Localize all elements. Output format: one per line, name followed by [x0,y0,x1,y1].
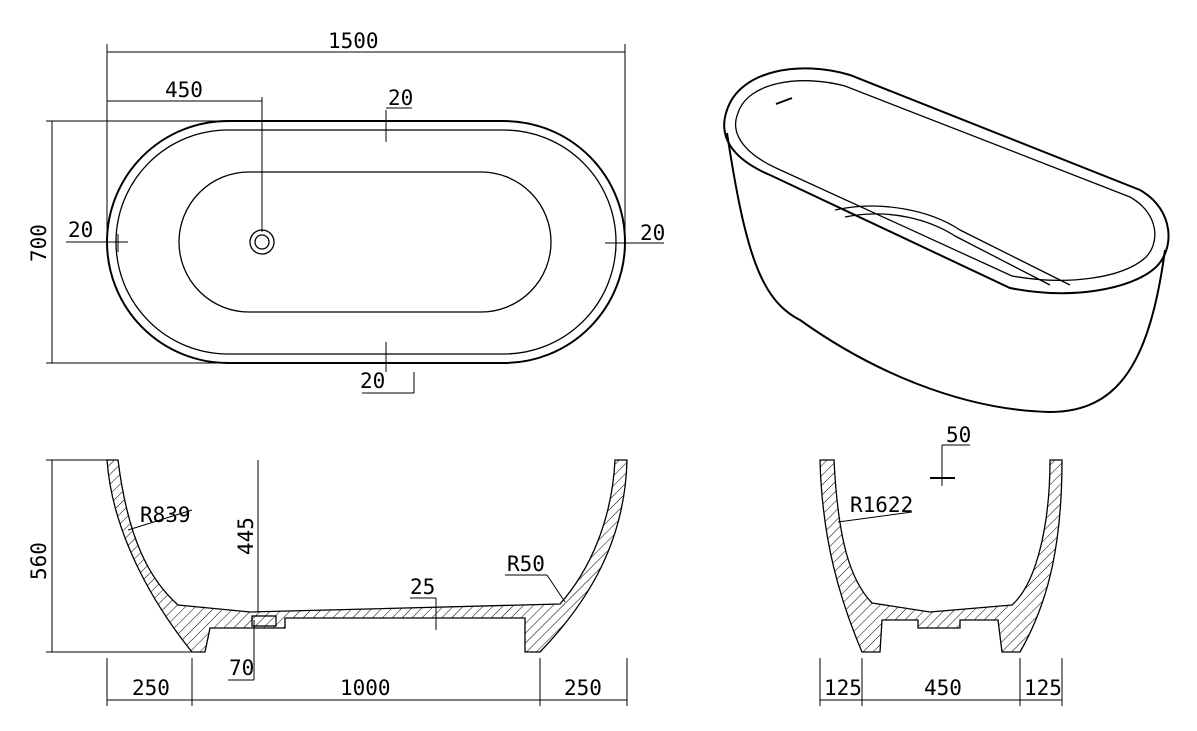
dim-side-right: 125 [1024,676,1062,700]
dim-radius-corner: R50 [507,552,545,576]
side-section: 50 R1622 125 450 125 [819,423,1063,706]
dim-depth: 445 [234,517,258,555]
dim-width: 700 [27,224,51,262]
tub-rim-inner-outline [115,129,617,355]
dim-rim-bottom: 20 [360,369,385,393]
tub-basin-outline [178,171,552,313]
dim-overflow: 50 [946,423,971,447]
tub-iso-rim-outer [723,67,1170,295]
front-drain-icon [251,615,277,627]
top-view: 1500 450 700 20 20 20 20 [27,29,665,394]
dim-radius-wall-side: R1622 [850,493,913,517]
dim-front-left: 250 [132,676,170,700]
tub-iso-basin [834,205,1071,286]
dim-rim-right: 20 [640,221,665,245]
drain-icon [249,229,275,255]
front-section: 560 445 R839 R50 25 70 250 1000 250 [27,459,628,706]
dim-drain-height: 70 [229,656,254,680]
dim-height: 560 [27,542,51,580]
side-shell-section [819,459,1063,653]
tub-iso-rim-inner [734,80,1156,281]
dim-front-mid: 1000 [340,676,391,700]
dim-radius-wall-front: R839 [140,503,191,527]
dim-drain-offset: 450 [165,78,203,102]
tub-iso-basin-inner [844,213,1051,286]
tub-outer-outline [106,120,626,364]
dim-rim-left: 20 [68,218,93,242]
tub-iso-body [726,132,1166,414]
isometric-view [723,67,1170,414]
front-shell-section [106,459,628,653]
dim-length: 1500 [328,29,379,53]
overflow-icon [775,97,793,105]
drain-inner-icon [254,234,270,250]
dim-side-mid: 450 [924,676,962,700]
dim-base-thickness: 25 [410,575,435,599]
dim-front-right: 250 [564,676,602,700]
dim-side-left: 125 [824,676,862,700]
dim-rim-top: 20 [388,86,413,110]
